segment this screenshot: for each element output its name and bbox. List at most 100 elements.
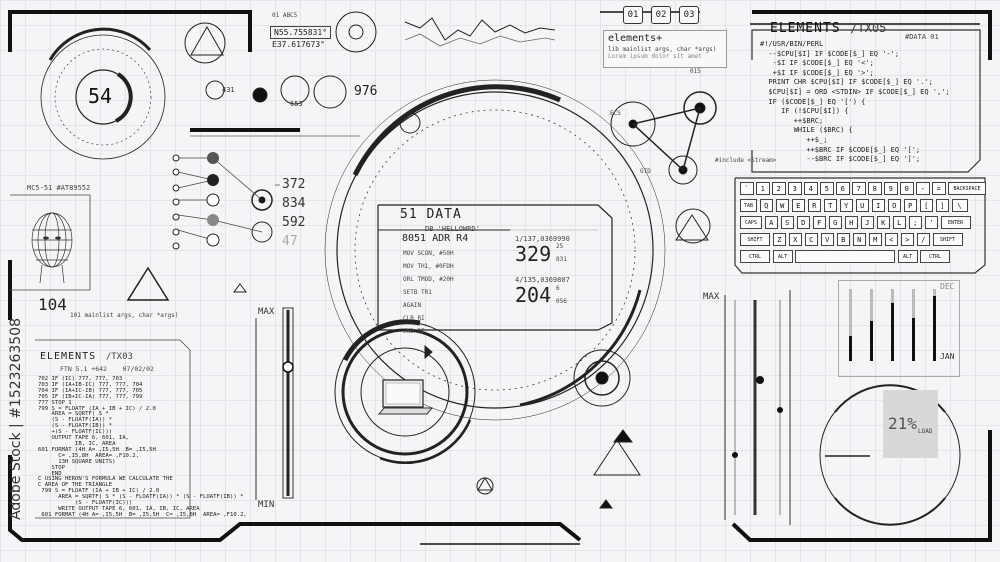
node-value-1: 372 (282, 177, 306, 192)
key-q[interactable]: Q (759, 199, 773, 212)
key-m[interactable]: M (868, 233, 882, 246)
key-r[interactable]: R (807, 199, 821, 212)
triangle-icon (478, 470, 494, 486)
data-op-line: MOV TH1, #0FDH (403, 263, 454, 270)
key-j[interactable]: J (860, 216, 874, 229)
profile-sublabel: 101 mainlist args, char *args) (70, 312, 179, 319)
key-alt[interactable]: ALT (897, 250, 918, 263)
key-x[interactable]: X (788, 233, 802, 246)
key-shift[interactable]: SHIFT (932, 233, 963, 246)
data-op-line: MOV SCON, #50H (403, 250, 454, 257)
key-enter[interactable]: ENTER (940, 216, 971, 229)
key-x[interactable]: [ (919, 199, 933, 212)
key-c[interactable]: C (804, 233, 818, 246)
data-num-1-sub: 831 (556, 256, 567, 263)
left-code-title-text: ELEMENTS (40, 351, 97, 362)
key-alt[interactable]: ALT (772, 250, 793, 263)
key-shift[interactable]: SHIFT (740, 233, 770, 246)
target-icon[interactable] (590, 360, 616, 386)
key-g[interactable]: G (828, 216, 842, 229)
key-y[interactable]: Y (839, 199, 853, 212)
key-a[interactable]: A (764, 216, 778, 229)
key-x[interactable]: \ (951, 199, 968, 212)
code-line: 601 FORMAT (4H A= ,I5,5H B= ,I5,5H C= ,I… (38, 511, 247, 518)
node-value-2: 834 (282, 196, 306, 211)
key-x[interactable]: = (932, 182, 946, 195)
key-x[interactable]: ` (740, 182, 754, 195)
code-line: (S - FLOATF(IC))) (38, 500, 133, 507)
key-7[interactable]: 7 (852, 182, 866, 195)
month-bar-fill (933, 296, 936, 361)
key-o[interactable]: O (887, 199, 901, 212)
data-panel-title: 51 DATA (400, 207, 462, 222)
key-i[interactable]: I (871, 199, 885, 212)
key-3[interactable]: 3 (788, 182, 802, 195)
radar-icon (605, 95, 661, 151)
key-caps[interactable]: CAPS (740, 216, 762, 229)
key-v[interactable]: V (820, 233, 834, 246)
code-line: ++$BRC IF $CODE[$_] EQ '['; (760, 145, 921, 154)
laptop-icon[interactable] (377, 378, 434, 418)
code-line: IB, IC, AREA (38, 440, 116, 447)
key-x[interactable]: / (916, 233, 930, 246)
key-6[interactable]: 6 (836, 182, 850, 195)
key-b[interactable]: B (836, 233, 850, 246)
key-1[interactable]: 1 (756, 182, 770, 195)
month-bottom-label: JAN (940, 352, 955, 361)
key-u[interactable]: U (855, 199, 869, 212)
key-8[interactable]: 8 (868, 182, 882, 195)
month-bar-track (849, 289, 852, 361)
key-ctrl[interactable]: CTRL (740, 250, 770, 263)
node-value-4: 47 (282, 234, 298, 249)
key-5[interactable]: 5 (820, 182, 834, 195)
key-space[interactable] (795, 250, 895, 263)
key-z[interactable]: Z (772, 233, 786, 246)
key-k[interactable]: K (876, 216, 890, 229)
key-h[interactable]: H (844, 216, 858, 229)
data-op-line: JNB RI, (403, 328, 429, 335)
code-line: #!/USR/BIN/PERL (760, 40, 824, 48)
code-line: +(S - FLOATF(IC))) (38, 429, 113, 436)
code-line: 777 STOP 1 (38, 399, 72, 406)
key-ctrl[interactable]: CTRL (920, 250, 950, 263)
month-bar-fill (891, 303, 894, 361)
slider-left-handle[interactable] (280, 300, 296, 505)
key-e[interactable]: E (791, 199, 805, 212)
key-t[interactable]: T (823, 199, 837, 212)
key-x[interactable]: ' (924, 216, 938, 229)
key-tab[interactable]: TAB (740, 199, 757, 212)
tab-03[interactable]: 03 (679, 6, 699, 24)
key-x[interactable]: ; (908, 216, 922, 229)
code-line: 703 IF (IA+IB-IC) 777, 777, 704 (38, 381, 143, 388)
code-line: WRITE OUTPUT TAPE 6, 601, IA, IB, IC, AR… (38, 505, 200, 512)
key-backspace[interactable]: BACKSPACE (948, 182, 986, 195)
code-line: 13H SQUARE UNITS) (38, 458, 116, 465)
key-p[interactable]: P (903, 199, 917, 212)
key-s[interactable]: S (780, 216, 794, 229)
code-line: ++$_; (760, 135, 828, 144)
key-9[interactable]: 9 (884, 182, 898, 195)
code-line: OUTPUT TAPE 6, 601, IA, (38, 435, 129, 442)
key-0[interactable]: 0 (900, 182, 914, 195)
tab-01[interactable]: 01 (623, 6, 643, 24)
key-w[interactable]: W (775, 199, 789, 212)
key-2[interactable]: 2 (772, 182, 786, 195)
key-d[interactable]: D (796, 216, 810, 229)
code-line: 705 IF (IB+IC-IA) 777, 777, 799 (38, 393, 143, 400)
key-f[interactable]: F (812, 216, 826, 229)
key-x[interactable]: - (916, 182, 930, 195)
key-x[interactable]: > (900, 233, 914, 246)
tab-02[interactable]: 02 (651, 6, 671, 24)
gauge-value: 21% (888, 414, 917, 433)
code-line: WHILE ($BRC) { (760, 126, 853, 135)
elements-plus-subtitle: lib mainlist args, char *args) (608, 46, 717, 53)
slider-right-track[interactable] (720, 290, 795, 525)
key-4[interactable]: 4 (804, 182, 818, 195)
code-line: 799 S = FLOATF (IA + IB + IC) / 2.0 (38, 488, 160, 495)
key-x[interactable]: ] (935, 199, 949, 212)
key-n[interactable]: N (852, 233, 866, 246)
code-line: END (38, 470, 62, 477)
key-l[interactable]: L (892, 216, 906, 229)
key-x[interactable]: < (884, 233, 898, 246)
